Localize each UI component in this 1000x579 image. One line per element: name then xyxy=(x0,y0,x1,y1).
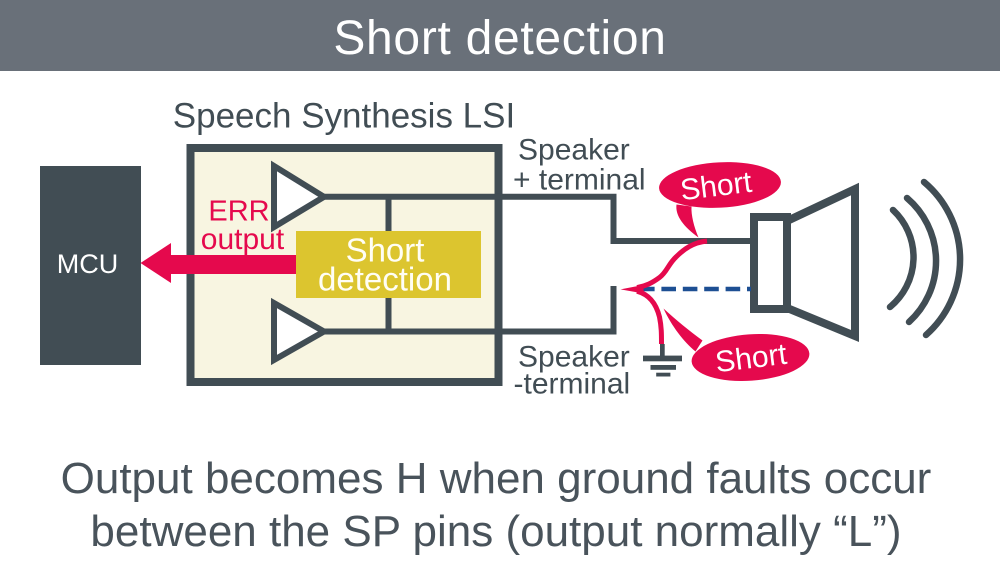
svg-text:MCU: MCU xyxy=(57,249,119,279)
svg-text:-terminal: -terminal xyxy=(514,368,631,401)
svg-text:Short: Short xyxy=(346,232,425,269)
svg-text:Speaker: Speaker xyxy=(518,341,630,374)
svg-text:detection: detection xyxy=(318,261,452,298)
svg-text:+ terminal: + terminal xyxy=(513,163,646,196)
svg-text:Speaker: Speaker xyxy=(518,134,630,167)
svg-text:output: output xyxy=(201,223,285,256)
svg-text:ERR: ERR xyxy=(208,196,269,228)
svg-text:Speech Synthesis LSI: Speech Synthesis LSI xyxy=(173,97,515,136)
